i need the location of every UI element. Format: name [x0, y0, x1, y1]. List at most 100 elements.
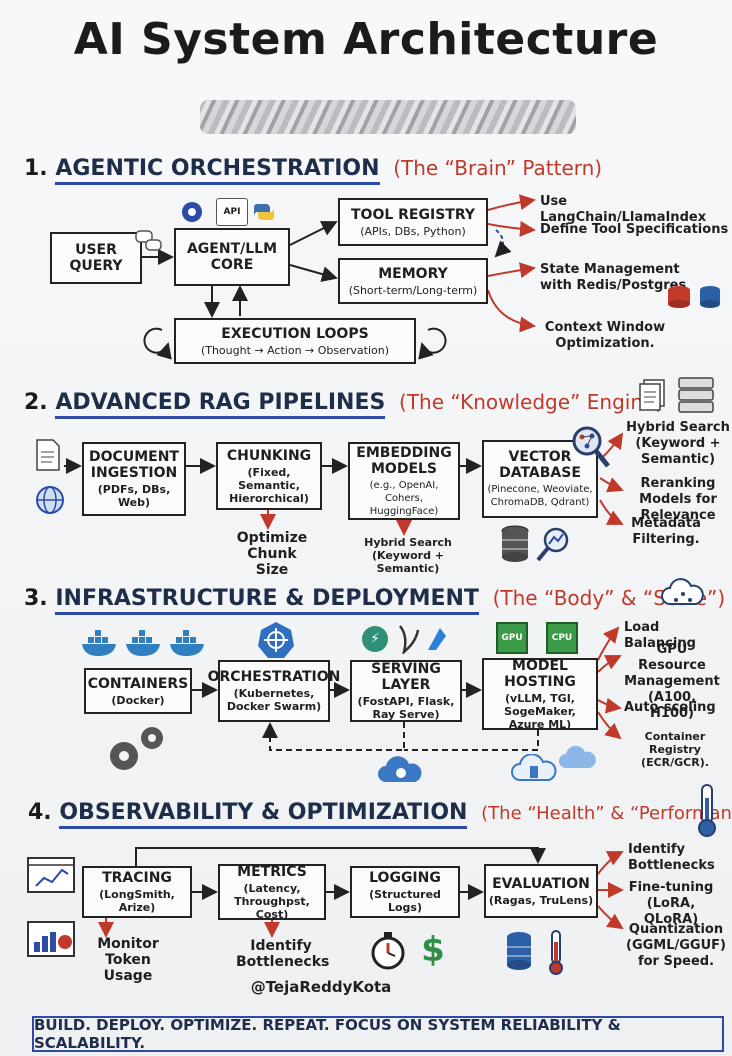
box-title: USER QUERY	[69, 242, 123, 274]
section-number: 2.	[24, 390, 48, 415]
user-query-box: USER QUERY	[50, 232, 142, 284]
redis-db-icon	[664, 282, 694, 312]
section-title: OBSERVABILITY & OPTIMIZATION	[59, 800, 468, 829]
note-hybrid-search: Hybrid Search (Keyword + Semantic)	[626, 420, 730, 467]
chat-bubble-icon	[134, 228, 164, 256]
tool-registry-box: TOOL REGISTRY (APIs, DBs, Python)	[338, 198, 488, 246]
box-title: LOGGING	[369, 870, 441, 886]
box-title: TRACING	[102, 870, 172, 886]
section-3-heading: 3. INFRASTRUCTURE & DEPLOYMENT (The “Bod…	[24, 586, 725, 615]
box-subtitle: (FostAPI, Flask, Ray Serve)	[357, 695, 455, 721]
agent-llm-core-box: AGENT/LLM CORE	[174, 228, 290, 286]
analytics-magnifier-icon	[534, 524, 574, 564]
note-identify-bottlenecks-metrics: Identify Bottlenecks	[236, 938, 330, 970]
chunking-box: CHUNKING (Fixed, Semantic, Hierorchical)	[216, 442, 322, 510]
vector-database-box: VECTOR DATABASE (Pinecone, Weoviate, Chr…	[482, 440, 598, 518]
box-title: EMBEDDING MODELS	[356, 444, 452, 477]
box-title: CONTAINERS	[87, 675, 189, 692]
containers-box: CONTAINERS (Docker)	[84, 668, 192, 714]
section-tag: (The “Health” & “Performance”)	[481, 803, 732, 824]
postgres-db-icon	[696, 282, 724, 312]
box-title: MEMORY	[378, 265, 448, 282]
box-subtitle: (Ragas, TruLens)	[488, 893, 594, 907]
note-hybrid-search-embed: Hybrid Search (Keyword + Semantic)	[364, 536, 452, 575]
redacted-foil-strip	[200, 100, 576, 134]
footer-banner: BUILD. DEPLOY. OPTIMIZE. REPEAT. FOCUS O…	[32, 1016, 724, 1052]
section-number: 4.	[28, 800, 52, 825]
box-subtitle: (APIs, DBs, Python)	[360, 224, 466, 238]
box-subtitle: (LongSmith, Arize)	[99, 888, 175, 914]
section-2-heading: 2. ADVANCED RAG PIPELINES (The “Knowledg…	[24, 390, 664, 419]
note-metadata-filtering: Metadata Filtering.	[631, 516, 701, 547]
cloud-icon	[376, 756, 426, 786]
server-rack-icon	[676, 376, 716, 414]
box-title: EVALUATION	[492, 875, 590, 892]
box-title: TOOL REGISTRY	[351, 206, 475, 223]
box-subtitle: (Kubernetes, Docker Swarm)	[226, 687, 322, 713]
note-container-registry: Container Registry (ECR/GCR).	[641, 730, 709, 769]
cloud-pillar-icon	[510, 754, 558, 786]
kubernetes-helm-icon	[256, 620, 296, 660]
section-number: 1.	[24, 156, 48, 181]
model-hosting-box: MODEL HOSTING (vLLM, TGI, SogeMaker, Azu…	[482, 657, 598, 731]
note-langchain: Use LangChain/LlamaIndex	[540, 194, 707, 225]
page-title: AI System Architecture	[73, 14, 659, 65]
note-auto-scaling: Auto-scoling	[624, 700, 716, 715]
author-handle: @TejaReddyKota	[250, 978, 392, 996]
line-chart-monitor-icon	[26, 856, 76, 894]
database-icon	[504, 930, 534, 972]
section-4-heading: 4. OBSERVABILITY & OPTIMIZATION (The “He…	[28, 800, 732, 829]
box-subtitle: (Thought → Action → Observation)	[200, 343, 390, 357]
gear-icon	[178, 198, 206, 226]
box-title: ORCHESTRATION	[207, 669, 341, 685]
docker-whale-icon	[124, 628, 164, 658]
box-title: METRICS	[237, 863, 307, 880]
box-title: AGENT/LLM CORE	[186, 241, 278, 273]
box-title: DOCUMENT INGESTION	[89, 449, 179, 481]
box-subtitle: (Docker)	[111, 693, 165, 707]
section-title: INFRASTRUCTURE & DEPLOYMENT	[55, 586, 479, 615]
logging-box: LOGGING (Structured Logs)	[350, 866, 460, 918]
database-icon	[498, 524, 532, 564]
box-title: SERVING LAYER	[371, 661, 441, 693]
section-tag: (The “Brain” Pattern)	[393, 156, 603, 180]
docker-whale-icon	[80, 628, 120, 658]
box-subtitle: (Fixed, Semantic, Hierorchical)	[229, 465, 309, 505]
note-fine-tuning: Fine-tuning (LoRA, QLoRA)	[628, 880, 714, 927]
section-title: AGENTIC ORCHESTRATION	[55, 156, 380, 185]
box-title: EXECUTION LOOPS	[221, 325, 369, 342]
note-context-window: Context Window Optimization.	[544, 320, 666, 351]
note-reranking: Reranking Models for Relevance	[639, 476, 717, 523]
note-quantization: Quantization (GGML/GGUF) for Speed.	[626, 922, 726, 969]
box-subtitle: (Structured Logs)	[369, 888, 441, 914]
note-load-balancing: Load Balancing	[624, 620, 696, 651]
cpu-chip-icon: CPU	[546, 622, 578, 654]
box-subtitle: (Pinecone, Weoviate, ChromaDB, Qdrant)	[487, 484, 593, 508]
section-title: ADVANCED RAG PIPELINES	[55, 390, 386, 419]
execution-loops-box: EXECUTION LOOPS (Thought → Action → Obse…	[174, 318, 416, 364]
cloud-icon	[558, 746, 598, 772]
orchestration-box: ORCHESTRATION (Kubernetes, Docker Swarm)	[208, 660, 340, 722]
bar-chart-monitor-icon	[26, 920, 76, 958]
section-tag: (The “Knowledge” Engine)	[399, 390, 664, 414]
section-1-heading: 1. AGENTIC ORCHESTRATION (The “Brain” Pa…	[24, 156, 603, 185]
box-subtitle: (vLLM, TGI, SogeMaker, Azure ML)	[504, 691, 576, 731]
note-optimize-chunk: Optimize Chunk Size	[236, 530, 308, 578]
api-window-icon: API	[216, 198, 248, 226]
globe-icon	[34, 484, 66, 516]
section-number: 3.	[24, 586, 48, 611]
note-state-management: State Management with Redis/Postgres	[540, 262, 687, 293]
embedding-models-box: EMBEDDING MODELS (e.g., OpenAI, Cohers, …	[348, 442, 460, 520]
gears-icon	[104, 722, 170, 776]
thermometer-icon	[694, 782, 720, 838]
document-stack-icon	[636, 378, 668, 412]
cloud-network-icon	[660, 578, 706, 610]
box-title: VECTOR DATABASE	[499, 449, 581, 481]
document-ingestion-box: DOCUMENT INGESTION (PDFs, DBs, Web)	[82, 442, 186, 516]
note-monitor-token: Monitor Token Usage	[97, 936, 159, 984]
box-title: CHUNKING	[226, 447, 312, 464]
python-logo-icon	[250, 198, 278, 226]
note-gpu-resource: GPU Resource Management (A100, H100)	[624, 642, 720, 721]
box-title: MODEL HOSTING	[504, 657, 576, 690]
flask-horn-icon	[394, 624, 420, 654]
